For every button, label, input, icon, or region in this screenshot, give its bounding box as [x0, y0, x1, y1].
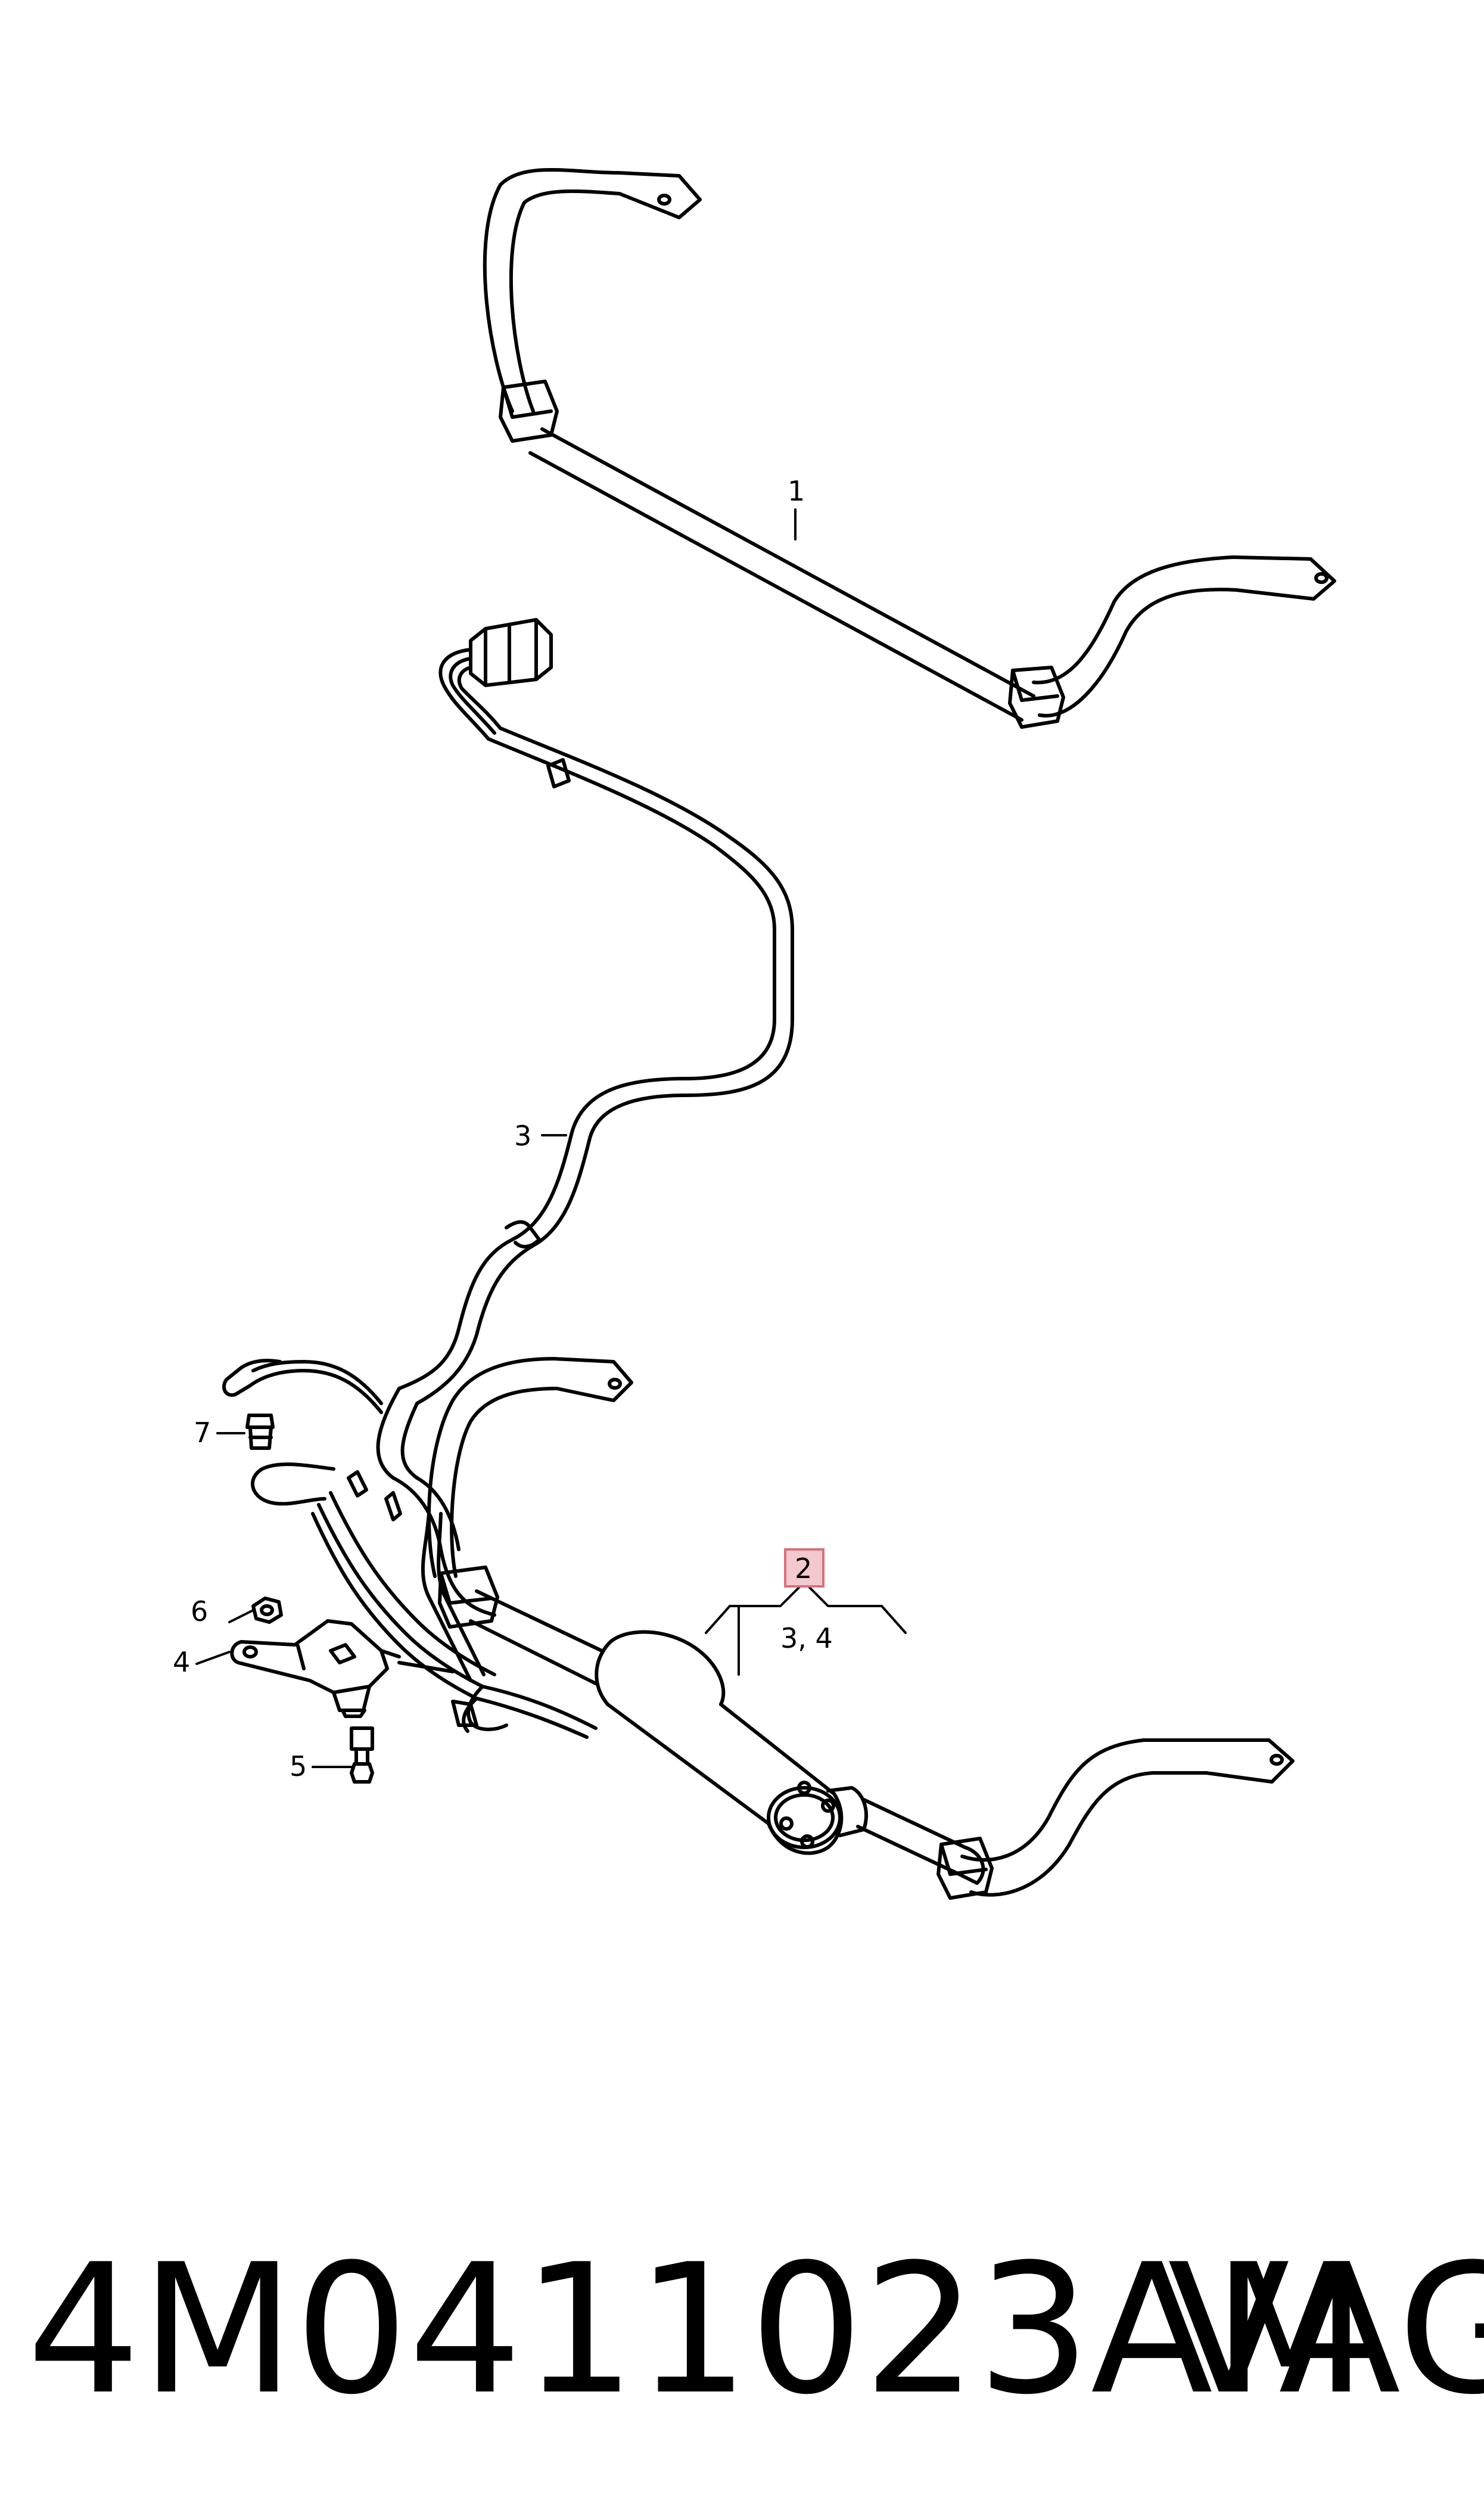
- part-number: 4M0411023AM: [27, 2226, 1367, 2434]
- callout-7: 7: [194, 1417, 211, 1449]
- callout-3: 3: [514, 1120, 531, 1152]
- callout-4: 4: [173, 1646, 190, 1678]
- callout-2-highlight: [784, 1548, 825, 1588]
- callout-1: 1: [788, 475, 805, 507]
- wiring-harness: [222, 618, 794, 1739]
- brand-label: VAG: [1168, 2226, 1484, 2434]
- level-sensor-bracket: [230, 1619, 401, 1718]
- stabilizer-bar-upper: [483, 168, 1336, 729]
- nut-part-6: [251, 1596, 283, 1624]
- callout-3-4: 3, 4: [780, 1622, 833, 1654]
- clip-part-7: [245, 1414, 275, 1450]
- stabilizer-bar-lower-with-actuator: [427, 1357, 1295, 1900]
- exploded-parts-diagram: 1 2 3 3, 4 4 5 6 7: [173, 168, 1336, 1900]
- callout-6: 6: [191, 1595, 208, 1627]
- callout-5: 5: [290, 1750, 307, 1782]
- bolt-part-5: [350, 1726, 374, 1784]
- callout-2: 2: [795, 1552, 812, 1585]
- leader-lines: [195, 508, 907, 1768]
